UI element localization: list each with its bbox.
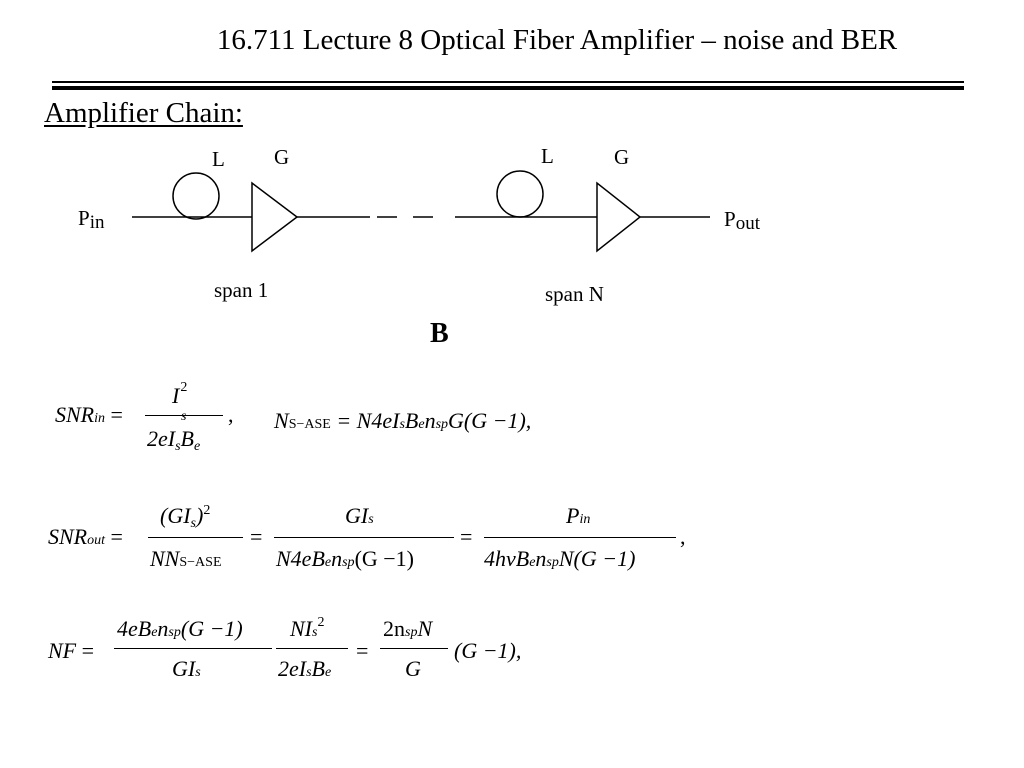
nf-f2-numerator: NIs2 xyxy=(290,615,325,641)
snr-in-fraction-bar xyxy=(145,415,223,416)
nf-tail: (G −1), xyxy=(454,638,522,663)
snr-out-f3-bar xyxy=(484,537,676,538)
snr-in-comma: , xyxy=(228,402,234,427)
spanN-amplifier-triangle xyxy=(596,181,642,253)
spanN-loss-label: L xyxy=(541,144,554,168)
snr-in-numerator: I2 xyxy=(172,380,188,408)
snr-out-lhs: SNRout = xyxy=(48,524,123,549)
nf-f2-bar xyxy=(276,648,348,649)
equals-sign: = xyxy=(250,524,263,549)
section-heading: Amplifier Chain: xyxy=(44,97,243,129)
snr-out-comma: , xyxy=(680,524,686,549)
equals-sign: = xyxy=(460,524,473,549)
snr-out-f2-numerator: GIs xyxy=(345,503,374,528)
snr-out-f1-bar xyxy=(148,537,243,538)
title-rule-thick xyxy=(52,86,964,90)
nf-f1-numerator: 4eBensp(G −1) xyxy=(117,616,243,641)
span1-loss-label: L xyxy=(212,147,225,171)
nf-f1-denominator: GIs xyxy=(172,656,201,681)
snr-out-f1-numerator: (GIs)2 xyxy=(160,503,211,531)
snr-out-f3-numerator: Pin xyxy=(566,503,591,528)
equals-sign: = xyxy=(356,638,369,663)
snr-in-denominator: 2eIsBe xyxy=(147,426,201,454)
spanN-gain-label: G xyxy=(614,145,629,169)
p-out-label: Pout xyxy=(724,207,761,234)
snr-out-f1-denominator: NNS−ASE xyxy=(150,546,222,571)
snr-in-lhs: SNRin = xyxy=(55,402,123,427)
snr-out-f3-denominator: 4hνBenspN(G −1) xyxy=(484,546,636,571)
span1-amplifier-triangle xyxy=(251,181,299,253)
nf-f3-bar xyxy=(380,648,448,649)
title-rule-thin xyxy=(52,81,964,83)
span1-caption: span 1 xyxy=(214,278,268,302)
nf-f3-denominator: G xyxy=(405,656,421,681)
n-sase-equation: NS−ASE = N4eIsBenspG(G −1), xyxy=(274,408,532,433)
spanN-caption: span N xyxy=(545,282,604,306)
span1-gain-label: G xyxy=(274,145,289,169)
nf-f2-denominator: 2eIsBe xyxy=(278,656,332,681)
amplifier-chain-diagram: L G L G Pin Pout span 1 span N xyxy=(78,144,761,306)
bandwidth-label: B xyxy=(430,318,449,349)
p-in-label: Pin xyxy=(78,206,105,233)
spanN-loss-coil xyxy=(496,170,544,218)
nf-lhs: NF = xyxy=(48,638,95,663)
slide-title: 16.711 Lecture 8 Optical Fiber Amplifier… xyxy=(216,24,898,56)
snr-out-f2-bar xyxy=(274,537,454,538)
span1-loss-coil xyxy=(172,172,220,220)
nf-f3-numerator: 2nspN xyxy=(383,616,433,641)
nf-f1-bar xyxy=(114,648,272,649)
snr-out-f2-denominator: N4eBensp(G −1) xyxy=(276,546,415,571)
